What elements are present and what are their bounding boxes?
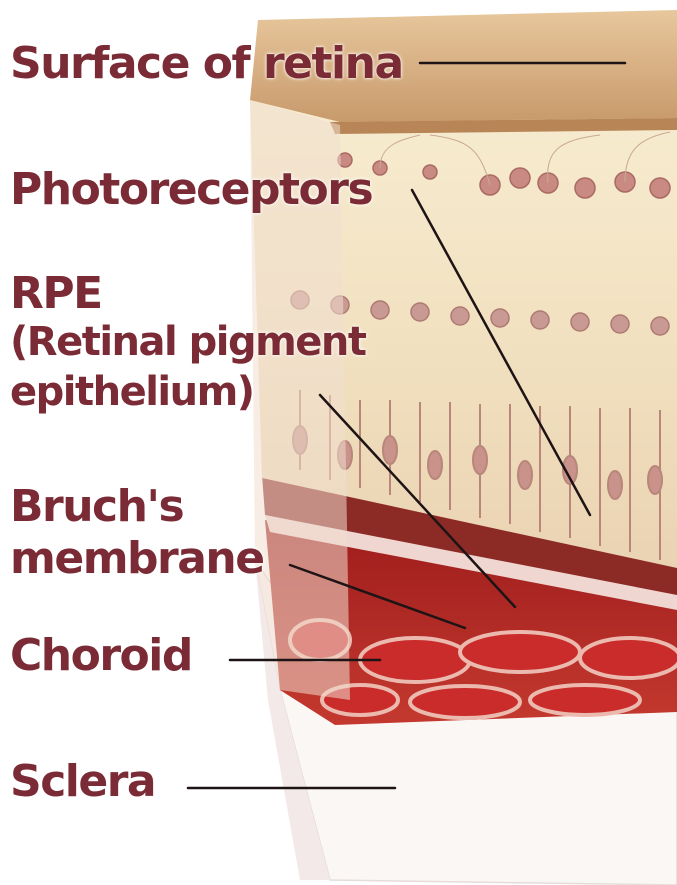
label-rpe-line2: epithelium) bbox=[10, 372, 254, 412]
label-sclera: Sclera bbox=[10, 760, 155, 804]
label-photoreceptors: Photoreceptors bbox=[10, 168, 372, 212]
label-rpe: RPE bbox=[10, 272, 102, 316]
label-surface-of-retina: Surface of retina bbox=[10, 42, 403, 86]
label-rpe-line1: (Retinal pigment bbox=[10, 322, 366, 362]
label-choroid: Choroid bbox=[10, 634, 192, 678]
label-bruchs-line2: membrane bbox=[10, 537, 264, 581]
label-bruchs-line1: Bruch's bbox=[10, 485, 183, 529]
